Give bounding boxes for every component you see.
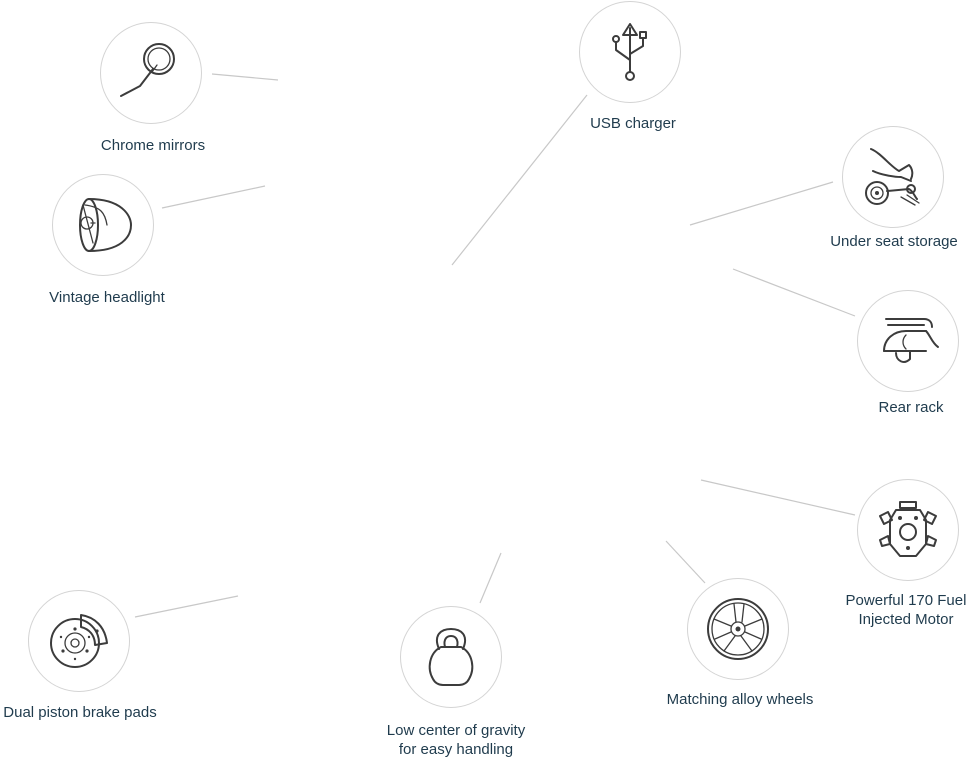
scooter-rack-icon xyxy=(883,318,939,363)
feature-chrome-mirrors xyxy=(100,22,202,124)
label-motor-line2: Injected Motor xyxy=(858,611,954,628)
connector-motor xyxy=(700,479,856,516)
connector-brake-pads xyxy=(134,595,239,618)
label-usb-charger: USB charger xyxy=(590,115,676,132)
wheel-icon xyxy=(707,598,769,660)
feature-rear-rack xyxy=(857,290,959,392)
engine-icon xyxy=(879,501,937,557)
connector-alloy-wheels xyxy=(665,540,706,584)
label-center-gravity: Low center of gravity for easy handling xyxy=(366,721,546,759)
headlight-icon xyxy=(79,198,132,252)
feature-center-gravity xyxy=(400,606,502,708)
label-under-seat-storage: Under seat storage xyxy=(830,233,958,250)
connector-rear-rack xyxy=(732,268,856,317)
usb-icon xyxy=(612,23,647,81)
mirror-icon xyxy=(120,43,175,97)
label-brake-pads: Dual piston brake pads xyxy=(3,704,157,721)
label-rear-rack: Rear rack xyxy=(878,399,944,416)
brake-disc-icon xyxy=(50,614,108,668)
label-alloy-wheels: Matching alloy wheels xyxy=(666,691,814,708)
feature-motor xyxy=(857,479,959,581)
feature-vintage-headlight xyxy=(52,174,154,276)
label-center-gravity-line2: for easy handling xyxy=(398,741,514,758)
connector-vintage-headlight xyxy=(161,185,266,209)
label-vintage-headlight: Vintage headlight xyxy=(49,289,165,306)
label-motor-line1: Powerful 170 Fuel xyxy=(845,592,967,609)
scooter-storage-icon xyxy=(865,148,920,206)
feature-under-seat-storage xyxy=(842,126,944,228)
label-chrome-mirrors: Chrome mirrors xyxy=(100,137,206,154)
connector-center-gravity xyxy=(479,552,502,604)
connector-under-seat-storage xyxy=(689,181,834,226)
label-center-gravity-line1: Low center of gravity xyxy=(386,722,526,739)
connector-chrome-mirrors xyxy=(211,73,279,81)
feature-alloy-wheels xyxy=(687,578,789,680)
kettlebell-icon xyxy=(428,628,474,686)
connector-usb-charger xyxy=(451,94,588,266)
label-motor: Powerful 170 Fuel Injected Motor xyxy=(832,591,980,629)
feature-usb-charger xyxy=(579,1,681,103)
feature-brake-pads xyxy=(28,590,130,692)
